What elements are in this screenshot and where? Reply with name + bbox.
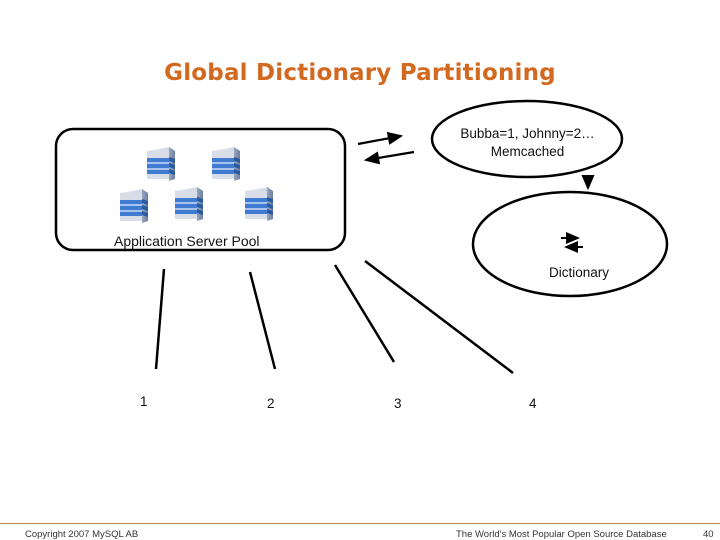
page-number: 40 <box>703 529 714 540</box>
partition-link-1 <box>154 268 166 370</box>
memcached-entries: Bubba=1, Johnny=2… <box>460 126 595 141</box>
slide-title: Global Dictionary Partitioning <box>164 60 556 86</box>
server-pool-box <box>54 127 347 252</box>
database-server-icon <box>120 189 148 223</box>
dictionary-label: Dictionary <box>549 265 610 280</box>
database-server-icon <box>175 187 203 221</box>
partition-label-1: 1 <box>140 394 148 409</box>
footer-copyright: Copyright 2007 MySQL AB <box>25 529 139 540</box>
database-server-icon <box>245 187 273 221</box>
partition-link-3 <box>333 264 396 363</box>
arrow-left-icon <box>363 150 415 165</box>
memcached-label: Memcached <box>490 144 565 159</box>
footer-tagline: The World's Most Popular Open Source Dat… <box>456 529 667 540</box>
swap-arrows-icon <box>561 232 583 253</box>
database-server-icon <box>212 147 240 181</box>
partition-link-2 <box>248 271 277 370</box>
arrow-right-icon <box>357 131 404 146</box>
footer-rule <box>0 523 720 524</box>
partition-label-3: 3 <box>394 396 402 411</box>
partition-link-4 <box>364 260 514 374</box>
database-server-icon <box>147 147 175 181</box>
memcached-node <box>430 99 624 179</box>
server-pool-label: Application Server Pool <box>114 233 260 249</box>
dictionary-node <box>471 190 669 298</box>
partition-label-2: 2 <box>267 396 275 411</box>
partition-label-4: 4 <box>529 396 537 411</box>
